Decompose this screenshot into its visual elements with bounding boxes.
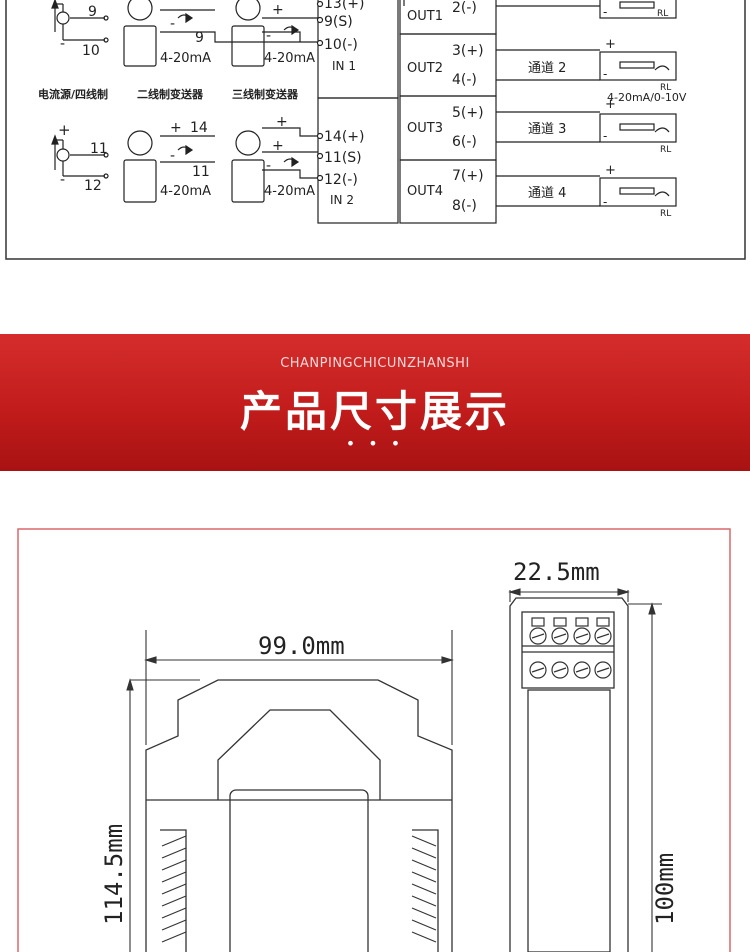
dimension-frame (17, 528, 731, 952)
three-wire-bottom-minus: - (266, 158, 271, 174)
load-plus-4: + (605, 163, 616, 178)
out4-neg: 8(-) (452, 198, 477, 214)
two-wire-top-range: 4-20mA (160, 51, 211, 66)
side-view (509, 597, 629, 952)
in-terminals (316, 0, 324, 182)
left-minus-top: - (60, 36, 65, 52)
out3-neg: 6(-) (452, 134, 477, 150)
transmitter-2wire-top (123, 0, 318, 67)
in2-terminal-14: 14(+) (324, 129, 364, 145)
side-height-label: 100mm (651, 853, 679, 925)
three-wire-label: 三线制变送器 (232, 87, 299, 101)
banner-title: 产品尺寸展示 (239, 387, 510, 436)
load-rl-1: RL (657, 9, 668, 19)
load-minus-1: - (603, 5, 607, 19)
load-rl-3: RL (660, 145, 671, 155)
two-wire-bottom-11: 11 (192, 164, 210, 180)
load-minus-4: - (603, 195, 607, 209)
width-label: 99.0mm (258, 632, 345, 660)
three-wire-bottom-plus2: + (272, 138, 284, 154)
three-wire-bottom-range: 4-20mA (264, 184, 315, 199)
left-terminal-9: 9 (88, 4, 97, 20)
out1-neg: 2(-) (452, 0, 477, 16)
current-source-top (51, 0, 109, 43)
side-width-dimension-line (508, 588, 630, 602)
out-blocks (399, 0, 497, 224)
load-rl-2: RL (660, 83, 671, 93)
in2-terminal-11: 11(S) (324, 150, 362, 166)
load-minus-2: - (603, 67, 607, 81)
two-wire-bottom-range: 4-20mA (160, 184, 211, 199)
out3-pos: 5(+) (452, 105, 484, 121)
load-plus-3: + (605, 97, 616, 112)
load-minus-3: - (603, 129, 607, 143)
two-wire-label: 二线制变送器 (137, 87, 204, 101)
three-wire-top-range: 4-20mA (264, 51, 315, 66)
two-wire-bottom-plus: + (170, 120, 182, 136)
out2-label: OUT2 (407, 61, 443, 76)
banner-subtitle: CHANPINGCHICUNZHANSHI (280, 356, 470, 371)
in1-terminal-10: 10(-) (324, 37, 358, 53)
wiring-frame (5, 0, 746, 260)
three-wire-top-minus: - (266, 28, 271, 44)
current-source-bottom (51, 134, 109, 179)
three-wire-top-plus: + (272, 2, 284, 18)
two-wire-top-minus: - (170, 16, 175, 32)
two-wire-top-num: 9 (195, 30, 204, 46)
height-label: 114.5mm (100, 824, 128, 925)
two-wire-bottom-14: 14 (190, 120, 208, 136)
three-wire-bottom-plus: + (276, 114, 288, 130)
load-boxes (599, 0, 677, 207)
wiring-diagram: 9 10 - - 9 4-20mA + - 4-20mA 电流源/四线制 二线制… (5, 0, 746, 260)
height-dimension-line (126, 678, 200, 952)
width-dimension-line (144, 630, 454, 745)
front-view (145, 679, 453, 952)
in1-terminal-9: 9(S) (324, 14, 353, 30)
output-lines (496, 5, 600, 207)
left-terminal-11: 11 (90, 141, 108, 157)
out1-label: OUT1 (407, 9, 443, 24)
transmitter-3wire-bottom (231, 127, 318, 203)
load-plus-2: + (605, 37, 616, 52)
left-plus-bottom: + (58, 121, 71, 139)
transmitter-3wire-top (231, 0, 318, 67)
side-height-dimension-line (628, 602, 662, 952)
front-view-hatching (161, 835, 437, 943)
channel-3-label: 通道 3 (528, 122, 566, 137)
side-width-label: 22.5mm (513, 558, 600, 586)
out4-pos: 7(+) (452, 168, 484, 184)
in2-block (317, 97, 399, 224)
load-rl-4: RL (660, 209, 671, 219)
out2-pos: 3(+) (452, 43, 484, 59)
out-range-label: 4-20mA/0-10V (607, 91, 687, 104)
out4-label: OUT4 (407, 184, 443, 199)
transmitter-2wire-bottom (123, 130, 215, 203)
out2-neg: 4(-) (452, 72, 477, 88)
source-label: 电流源/四线制 (38, 87, 108, 101)
out3-label: OUT3 (407, 121, 443, 136)
channel-2-label: 通道 2 (528, 61, 566, 76)
channel-4-label: 通道 4 (528, 186, 566, 201)
left-terminal-12: 12 (84, 178, 102, 194)
in2-label: IN 2 (330, 193, 354, 207)
terminal-screws (529, 617, 612, 679)
in2-terminal-12: 12(-) (324, 172, 358, 188)
left-minus-bottom: - (60, 172, 65, 188)
in1-label: IN 1 (332, 59, 356, 73)
section-banner (0, 334, 750, 471)
left-terminal-10: 10 (82, 43, 100, 59)
banner-dots: • • • (345, 434, 405, 453)
two-wire-bottom-minus: - (170, 148, 175, 164)
in1-terminal-13: 13(+) (324, 0, 364, 12)
